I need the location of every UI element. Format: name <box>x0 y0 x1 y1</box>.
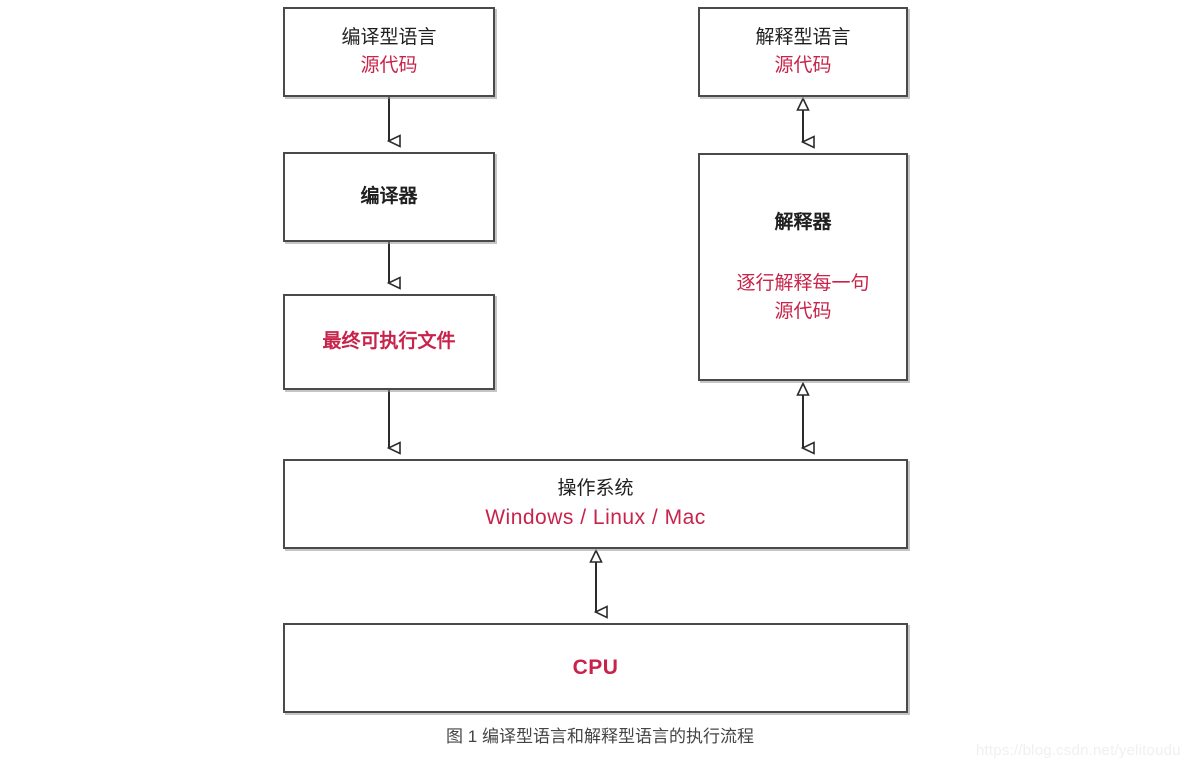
node-detail-line-1: 逐行解释每一句 <box>736 273 870 295</box>
node-subtitle: 源代码 <box>774 55 832 76</box>
node-title: 最终可执行文件 <box>322 331 456 353</box>
node-title: 操作系统 <box>557 478 634 499</box>
node-operating-system: 操作系统 Windows / Linux / Mac <box>283 459 908 549</box>
node-final-executable: 最终可执行文件 <box>283 294 495 390</box>
connector-interpreter-to-os <box>796 381 809 449</box>
node-title: 编译器 <box>360 186 418 208</box>
node-compiled-language-source: 编译型语言 源代码 <box>283 7 495 97</box>
connector-os-to-cpu <box>589 548 602 613</box>
node-subtitle: 源代码 <box>360 55 418 76</box>
node-cpu: CPU <box>283 623 908 713</box>
node-interpreted-language-source: 解释型语言 源代码 <box>698 7 908 97</box>
node-compiler: 编译器 <box>283 152 495 242</box>
node-title: 编译型语言 <box>341 27 437 49</box>
figure-caption: 图 1 编译型语言和解释型语言的执行流程 <box>446 727 754 746</box>
watermark-url: https://blog.csdn.net/yelitoudu <box>976 742 1181 759</box>
connector-interpreted-source-to-interpreter <box>796 96 809 143</box>
node-title: 解释器 <box>774 211 832 233</box>
node-interpreter: 解释器 逐行解释每一句 源代码 <box>698 153 908 381</box>
node-title: CPU <box>572 655 619 679</box>
node-subtitle: Windows / Linux / Mac <box>485 505 706 529</box>
node-title: 解释型语言 <box>755 27 851 49</box>
node-detail-line-2: 源代码 <box>774 300 832 322</box>
